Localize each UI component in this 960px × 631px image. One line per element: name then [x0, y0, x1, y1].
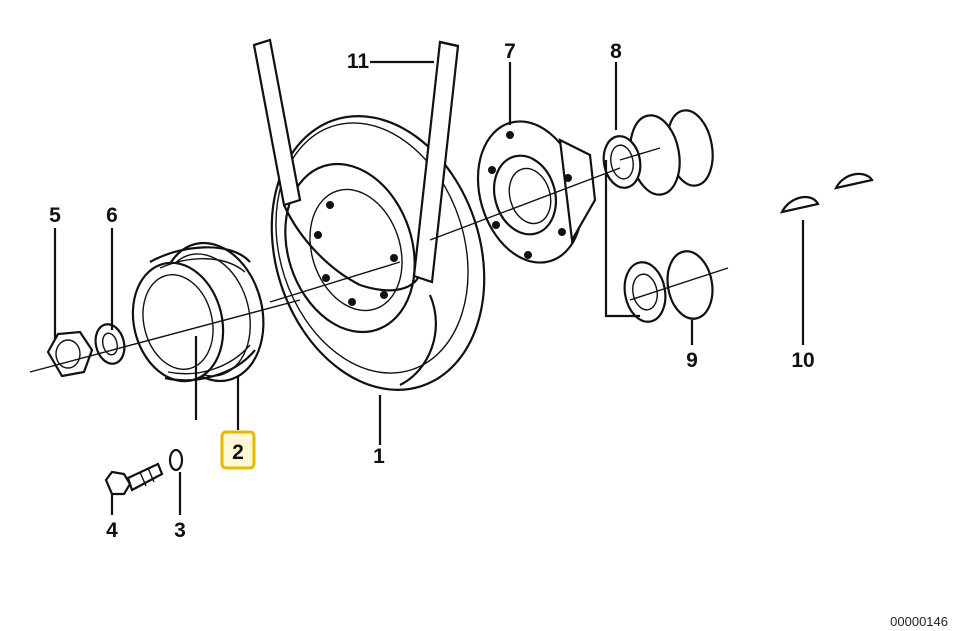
part-11-v-belt[interactable]	[252, 38, 460, 292]
callout-11[interactable]: 11	[347, 50, 370, 73]
part-7-hub[interactable]	[462, 109, 598, 275]
callout-1[interactable]: 1	[373, 445, 385, 468]
part-10-woodruff-keys[interactable]	[779, 172, 874, 214]
part-9-sprocket[interactable]	[620, 248, 717, 325]
callout-4[interactable]: 4	[106, 519, 118, 542]
callout-9[interactable]: 9	[686, 349, 698, 372]
callout-6[interactable]: 6	[106, 204, 118, 227]
callout-5[interactable]: 5	[49, 204, 61, 227]
callout-2-highlight	[220, 430, 256, 470]
callout-2[interactable]: 2	[232, 441, 244, 464]
callout-10[interactable]: 10	[791, 349, 814, 372]
callout-labels: 1 2 3 4 5 6 7 8 9 10 11	[49, 40, 815, 542]
leader-lines	[53, 60, 805, 515]
part-6-washer[interactable]	[92, 321, 129, 367]
part-5-nut[interactable]	[46, 330, 94, 378]
part-8-sprocket[interactable]	[600, 107, 719, 199]
callout-3[interactable]: 3	[174, 519, 186, 542]
callout-8[interactable]: 8	[610, 40, 622, 63]
axis-lines	[29, 147, 729, 373]
part-3-lock-washer[interactable]	[168, 448, 184, 472]
part-4-bolt[interactable]	[104, 462, 164, 496]
part-2-belt-pulley[interactable]	[121, 232, 278, 392]
callout-7[interactable]: 7	[504, 40, 516, 63]
diagram-reference-number: 00000146	[890, 614, 948, 629]
